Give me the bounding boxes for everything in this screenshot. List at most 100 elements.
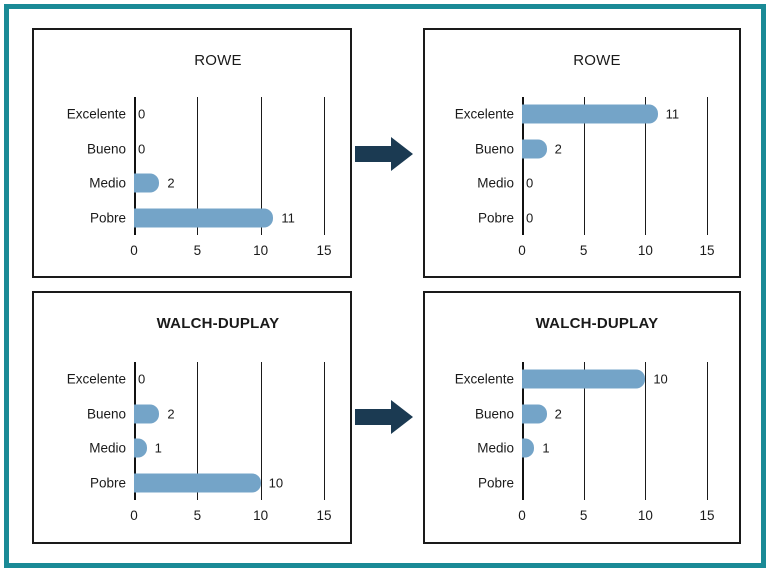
x-tick-label: 10: [253, 508, 269, 523]
gridline-15: [324, 362, 325, 500]
bar-row: Excelente 0: [67, 362, 324, 397]
category-label: Excelente: [66, 106, 126, 122]
bar: [134, 173, 160, 193]
chart-panel-rowe-after: ROWE Excelente 11 Bueno 2: [423, 28, 741, 278]
gridline-0: [522, 362, 524, 500]
x-axis-ticks: 0 5 10 15: [130, 500, 331, 528]
category-label: Excelente: [454, 371, 514, 387]
bar-value-label: 2: [167, 175, 175, 191]
category-label: Bueno: [474, 406, 514, 422]
gridline-0: [134, 362, 136, 500]
bar-value-label: 11: [665, 106, 680, 122]
gridline-10: [260, 362, 262, 500]
x-axis-ticks: 0 5 10 15: [130, 235, 331, 263]
bar-value-label: 0: [138, 371, 146, 387]
x-tick-label: 15: [699, 508, 715, 523]
x-tick-label: 5: [193, 243, 202, 258]
bar-row: Medio 1: [477, 431, 707, 466]
chart-panel-walch-duplay-before: WALCH-DUPLAY Excelente 0 Bueno 2: [32, 291, 352, 544]
bar: [134, 438, 147, 458]
x-tick-label: 15: [316, 243, 332, 258]
gridline-5: [583, 362, 585, 500]
bar-value-label: 1: [154, 440, 162, 456]
x-tick-label: 0: [518, 508, 526, 523]
bar-rows: Excelente 10 Bueno 2 Medio 1 Pobre: [455, 362, 707, 501]
gridline-5: [197, 97, 199, 235]
x-axis-ticks: 0 5 10 15: [518, 500, 714, 528]
bar-row: Pobre 0: [478, 201, 707, 236]
bar-value-label: 2: [554, 141, 562, 157]
bar-value-label: 1: [542, 440, 550, 456]
bar-value-label: 2: [167, 406, 175, 422]
bar: [522, 438, 535, 458]
bar-rows: Excelente 0 Bueno 2 Medio 1 Pobre: [67, 362, 324, 501]
x-axis-ticks: 0 5 10 15: [518, 235, 714, 263]
x-tick-label: 10: [637, 508, 653, 523]
chart-title: WALCH-DUPLAY: [156, 315, 280, 332]
bar-row: Excelente 11: [455, 97, 707, 132]
bar-value-label: 0: [526, 175, 534, 191]
category-label: Medio: [89, 175, 126, 191]
gridline-15: [707, 97, 708, 235]
category-label: Medio: [89, 440, 126, 456]
gridline-15: [324, 97, 325, 235]
category-label: Medio: [477, 440, 514, 456]
bar-row: Pobre: [478, 466, 707, 501]
bar: [134, 208, 274, 228]
bar-row: Excelente 0: [67, 97, 324, 132]
gridline-5: [197, 362, 199, 500]
category-label: Pobre: [89, 475, 126, 491]
x-tick-label: 10: [253, 243, 269, 258]
bar: [522, 139, 547, 159]
bar: [134, 404, 160, 424]
plot-area: Excelente 11 Bueno 2 Medio 0 Pobre: [455, 97, 715, 258]
chart-panel-walch-duplay-after: WALCH-DUPLAY Excelente 10 Bueno 2: [423, 291, 741, 544]
bar: [522, 404, 547, 424]
x-tick-label: 5: [579, 243, 588, 258]
bar-row: Pobre 10: [90, 466, 324, 501]
category-label: Excelente: [66, 371, 126, 387]
bar: [134, 473, 261, 493]
x-tick-label: 15: [316, 508, 332, 523]
chart-title: ROWE: [194, 52, 242, 69]
bar-value-label: 10: [268, 475, 284, 491]
gridline-10: [645, 362, 647, 500]
x-tick-label: 0: [130, 508, 138, 523]
bar-value-label: 10: [653, 371, 668, 387]
category-label: Bueno: [474, 141, 514, 157]
chart-panel-rowe-before: ROWE Excelente 0 Bueno 0: [32, 28, 352, 278]
x-tick-label: 0: [518, 243, 526, 258]
bar-value-label: 2: [554, 406, 562, 422]
bar-row: Pobre 11: [90, 201, 324, 236]
x-tick-label: 15: [699, 243, 715, 258]
arrow-right-icon: [355, 400, 413, 434]
x-tick-label: 5: [579, 508, 588, 523]
bar: [522, 104, 658, 124]
gridline-5: [583, 97, 585, 235]
category-label: Pobre: [477, 210, 514, 226]
bar: [522, 369, 646, 389]
category-label: Pobre: [89, 210, 126, 226]
gridline-10: [645, 97, 647, 235]
gridline-0: [522, 97, 524, 235]
x-tick-label: 5: [193, 508, 202, 523]
category-label: Pobre: [477, 475, 514, 491]
chart-title: WALCH-DUPLAY: [535, 315, 659, 332]
bar-row: Bueno 2: [87, 397, 324, 432]
x-tick-label: 10: [637, 243, 653, 258]
arrow-right-icon: [355, 137, 413, 171]
plot-area: Excelente 10 Bueno 2 Medio 1 Pobre: [455, 362, 715, 523]
bar-rows: Excelente 0 Bueno 0 Medio 2 Pobre: [67, 97, 324, 236]
bar-row: Bueno 2: [475, 397, 707, 432]
category-label: Excelente: [454, 106, 514, 122]
plot-area: Excelente 0 Bueno 0 Medio 2 Pobre: [67, 97, 332, 258]
category-label: Bueno: [86, 406, 126, 422]
chart-title: ROWE: [573, 52, 621, 69]
bar-value-label: 0: [138, 141, 146, 157]
bar-value-label: 0: [138, 106, 146, 122]
plot-area: Excelente 0 Bueno 2 Medio 1 Pobre: [67, 362, 332, 523]
gridline-15: [707, 362, 708, 500]
category-label: Bueno: [86, 141, 126, 157]
bar-row: Bueno 0: [87, 132, 324, 167]
